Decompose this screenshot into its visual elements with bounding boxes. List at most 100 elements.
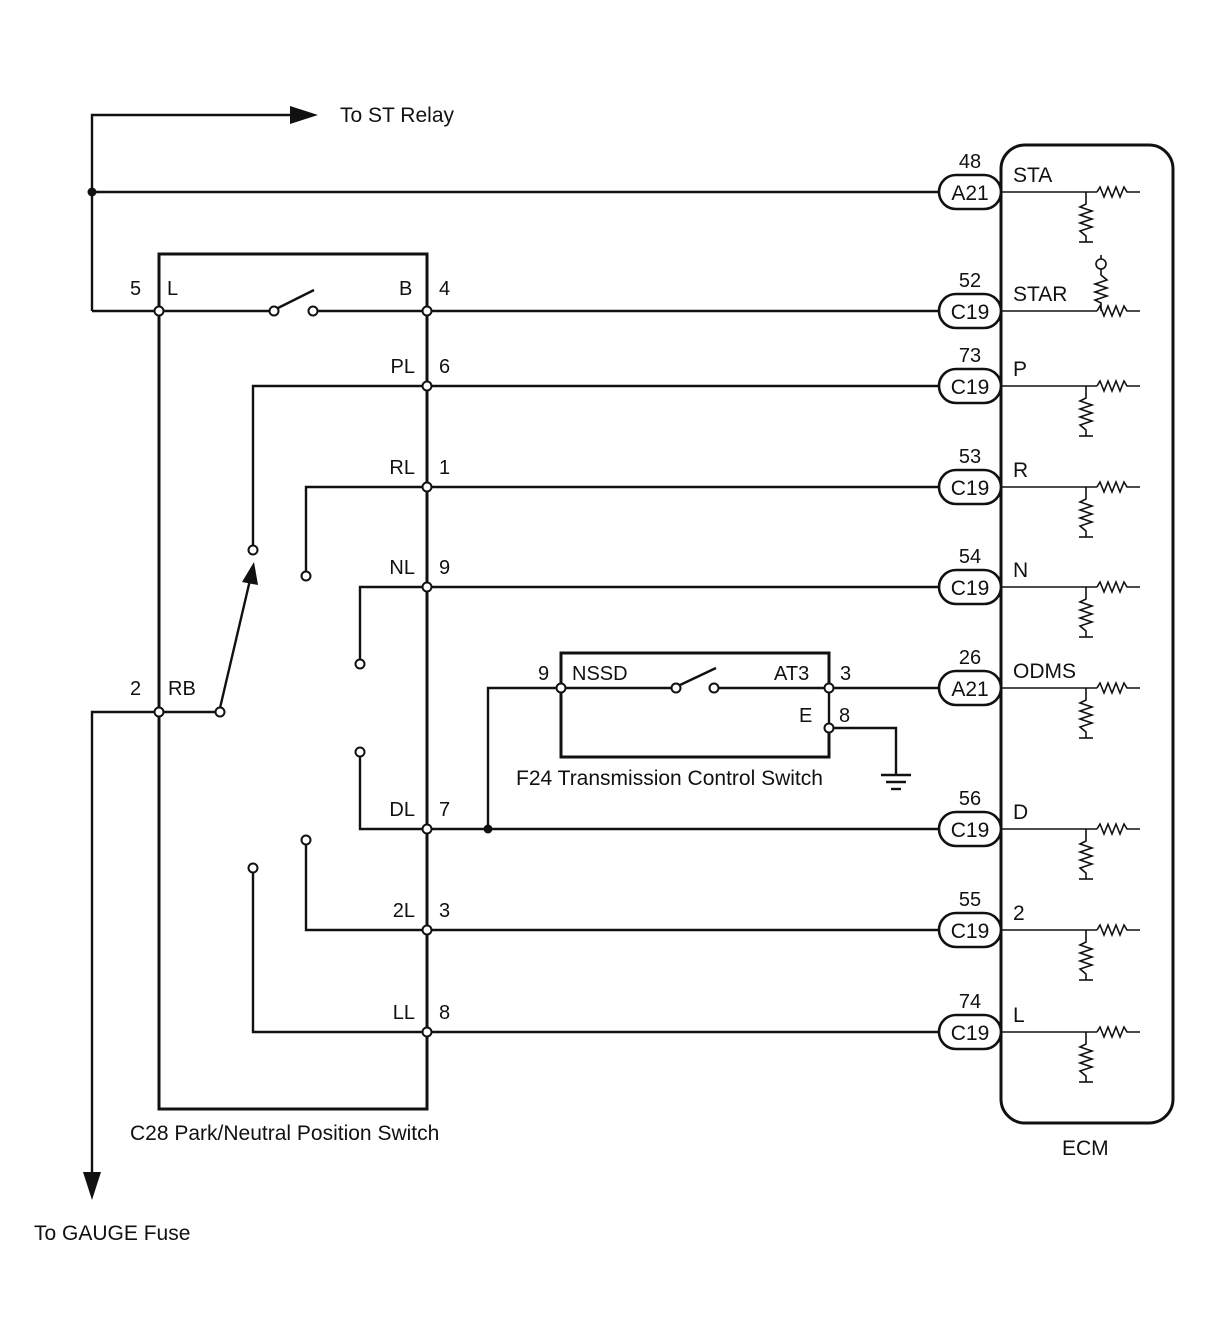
tc-switch-label: F24 Transmission Control Switch bbox=[516, 767, 823, 790]
st-relay-feed: To ST Relay bbox=[87, 104, 940, 311]
lb-switch-contact-right bbox=[307, 305, 319, 317]
selector-arrow-icon bbox=[242, 562, 258, 585]
series-resistor-icon bbox=[1096, 680, 1140, 696]
pnp-output-terminal bbox=[421, 380, 433, 392]
ecm-signal-name: STA bbox=[1013, 164, 1052, 187]
pnp-output-4: 2L 3 bbox=[393, 900, 450, 936]
pin-rb-number: 2 bbox=[130, 678, 141, 700]
connector-name: C19 bbox=[951, 376, 990, 399]
pin-nssd-number: 9 bbox=[538, 663, 549, 685]
ecm-pin-number: 53 bbox=[959, 446, 981, 468]
pnp-output-pin: 6 bbox=[439, 356, 450, 378]
ecm-terminals: A2148STAC1952STARC1973PC1953RC1954NA2126… bbox=[937, 151, 1140, 1083]
ecm-pin-number: 52 bbox=[959, 270, 981, 292]
ecm-signal-name: 2 bbox=[1013, 902, 1025, 925]
ecm: ECM A2148STAC1952STARC1973PC1953RC1954NA… bbox=[937, 143, 1175, 1160]
gauge-fuse-arrow-icon bbox=[83, 1172, 101, 1200]
pnp-output-wires bbox=[427, 384, 940, 1034]
connector-name: A21 bbox=[951, 678, 988, 701]
pin-b-terminal bbox=[421, 305, 433, 317]
ecm-terminal-3: C19 53R bbox=[937, 446, 1140, 538]
ecm-pin-number: 73 bbox=[959, 345, 981, 367]
pin-at3-terminal bbox=[823, 682, 835, 694]
contact-d bbox=[354, 746, 366, 758]
pin-at3-number: 3 bbox=[840, 663, 851, 685]
ecm-pin-number: 56 bbox=[959, 788, 981, 810]
contact-l bbox=[247, 862, 259, 874]
ecm-signal-name: ODMS bbox=[1013, 660, 1076, 683]
pnp-output-0: PL 6 bbox=[391, 356, 450, 392]
pin-at3-name: AT3 bbox=[774, 663, 809, 685]
ecm-signal-name: D bbox=[1013, 801, 1028, 824]
connector-name: C19 bbox=[951, 301, 990, 324]
pin-l-name: L bbox=[167, 278, 178, 300]
pnp-output-name: RL bbox=[389, 457, 415, 479]
pin-b-number: 4 bbox=[439, 278, 450, 300]
st-relay-arrow-icon bbox=[290, 106, 318, 124]
transmission-control-switch: 9 NSSD AT3 3 E 8 F24 Transmission Contro… bbox=[483, 651, 940, 834]
park-neutral-position-switch: 5 L B 4 2 RB C28 Park/Neutral Position S… bbox=[83, 252, 940, 1200]
to-gauge-fuse-label: To GAUGE Fuse bbox=[34, 1222, 190, 1245]
pnp-output-name: 2L bbox=[393, 900, 415, 922]
tc-switch-contact-left bbox=[670, 682, 682, 694]
pin-rb-name: RB bbox=[168, 678, 196, 700]
pin-nssd-name: NSSD bbox=[572, 663, 628, 685]
connector-name: A21 bbox=[951, 182, 988, 205]
series-resistor-icon bbox=[1096, 922, 1140, 938]
pulldown-resistor-icon bbox=[1077, 587, 1095, 637]
pnp-output-2: NL 9 bbox=[389, 557, 450, 593]
pin-e-number: 8 bbox=[839, 705, 850, 727]
ecm-signal-name: R bbox=[1013, 459, 1028, 482]
contact-n bbox=[354, 658, 366, 670]
pin-rb-terminal bbox=[153, 706, 165, 718]
series-resistor-icon bbox=[1096, 479, 1140, 495]
ground-icon bbox=[881, 773, 911, 791]
series-resistor-icon bbox=[1096, 1024, 1140, 1040]
ecm-pin-number: 48 bbox=[959, 151, 981, 173]
ecm-pin-number: 55 bbox=[959, 889, 981, 911]
pnp-output-name: LL bbox=[393, 1002, 415, 1024]
ecm-box bbox=[999, 143, 1175, 1125]
pnp-output-name: PL bbox=[391, 356, 415, 378]
series-resistor-icon bbox=[1096, 579, 1140, 595]
pnp-output-terminal bbox=[421, 1026, 433, 1038]
pin-l-number: 5 bbox=[130, 278, 141, 300]
ecm-signal-name: L bbox=[1013, 1004, 1025, 1027]
connector-name: C19 bbox=[951, 819, 990, 842]
lb-switch-contact-left bbox=[268, 305, 280, 317]
series-resistor-icon bbox=[1096, 184, 1140, 200]
pulldown-resistor-icon bbox=[1077, 487, 1095, 537]
ecm-signal-name: STAR bbox=[1013, 283, 1067, 306]
pulldown-resistor-icon bbox=[1077, 386, 1095, 436]
connector-name: C19 bbox=[951, 1022, 990, 1045]
pulldown-resistor-icon bbox=[1077, 829, 1095, 879]
pnp-output-name: NL bbox=[389, 557, 415, 579]
ecm-signal-name: N bbox=[1013, 559, 1028, 582]
pnp-output-name: DL bbox=[389, 799, 415, 821]
pin-b-name: B bbox=[399, 278, 412, 300]
ecm-terminal-6: C19 56D bbox=[937, 788, 1140, 880]
pnp-output-pin: 3 bbox=[439, 900, 450, 922]
selector-pivot bbox=[214, 706, 226, 718]
contact-p bbox=[247, 544, 259, 556]
contact-r bbox=[300, 570, 312, 582]
pnp-output-pin: 9 bbox=[439, 557, 450, 579]
to-st-relay-label: To ST Relay bbox=[340, 104, 454, 127]
pnp-output-terminal bbox=[421, 924, 433, 936]
dl-junction bbox=[483, 824, 493, 834]
connector-name: C19 bbox=[951, 477, 990, 500]
pin-l-terminal bbox=[153, 305, 165, 317]
series-resistor-icon bbox=[1096, 378, 1140, 394]
pullup-resistor-icon bbox=[1092, 269, 1110, 311]
series-resistor-icon bbox=[1096, 821, 1140, 837]
pulldown-resistor-icon bbox=[1077, 688, 1095, 738]
